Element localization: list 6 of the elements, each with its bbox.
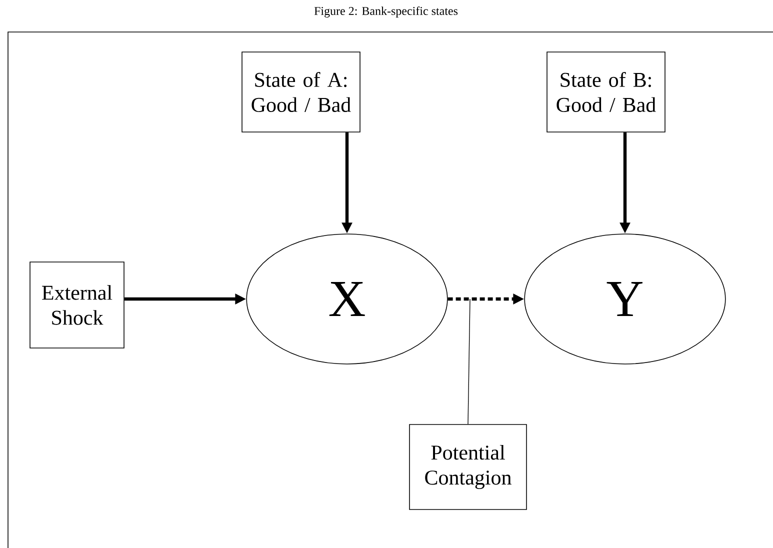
figure-title: Figure 2: Bank-specific states: [314, 6, 458, 18]
leader-line: [468, 298, 470, 424]
text-box: State of A: Good / Bad: [242, 52, 360, 132]
text-box: Potential Contagion: [409, 424, 527, 510]
text-box: External Shock: [30, 262, 124, 348]
text-box: State of B: Good / Bad: [546, 52, 666, 132]
